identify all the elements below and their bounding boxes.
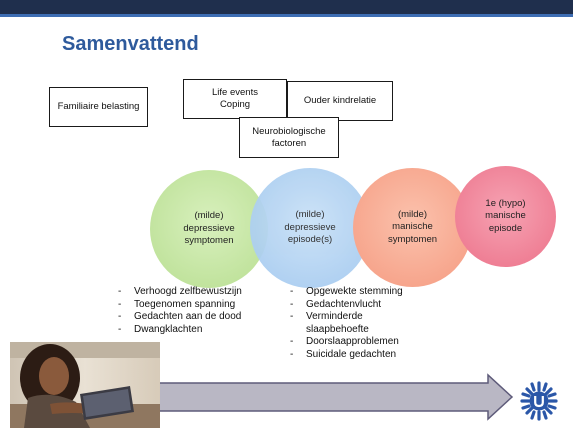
slide-title: Samenvattend bbox=[62, 33, 199, 55]
stage-circle-depressieve-symptomen: (milde) depressieve symptomen bbox=[150, 170, 268, 288]
list-item: Dwangklachten bbox=[118, 324, 242, 337]
list-item: Gedachten aan de dood bbox=[118, 311, 242, 324]
factor-box-life-events: Life events Coping bbox=[183, 79, 287, 119]
stage-circle-manische-symptomen: (milde) manische symptomen bbox=[353, 168, 472, 287]
stage-label: (milde) depressieve symptomen bbox=[183, 210, 235, 247]
timeline-arrow bbox=[136, 373, 514, 421]
list-item: Toegenomen spanning bbox=[118, 299, 242, 312]
factor-label: Ouder kindrelatie bbox=[303, 95, 377, 107]
list-item: Verhoogd zelfbewustzijn bbox=[118, 286, 242, 299]
list-item: Gedachtenvlucht bbox=[290, 299, 460, 312]
factor-box-ouder-kindrelatie: Ouder kindrelatie bbox=[287, 81, 393, 121]
symptom-list-left: Verhoogd zelfbewustzijn Toegenomen spann… bbox=[118, 286, 242, 336]
factor-label: Familiaire belasting bbox=[57, 101, 140, 113]
list-item: Verminderde slaapbehoefte bbox=[290, 311, 390, 336]
university-logo-icon bbox=[520, 381, 558, 421]
list-item: Suicidale gedachten bbox=[290, 349, 460, 362]
factor-label: Life events Coping bbox=[212, 87, 258, 110]
stage-circle-manische-episode: 1e (hypo) manische episode bbox=[455, 166, 556, 267]
stage-circle-depressieve-episodes: (milde) depressieve episode(s) bbox=[250, 168, 370, 288]
stage-label: 1e (hypo) manische episode bbox=[485, 197, 526, 234]
header-bar bbox=[0, 0, 573, 14]
factor-box-familiaire: Familiaire belasting bbox=[49, 87, 148, 127]
list-item: Opgewekte stemming bbox=[290, 286, 460, 299]
factor-box-neurobiologische: Neurobiologische factoren bbox=[239, 117, 339, 158]
stage-label: (milde) depressieve episode(s) bbox=[284, 209, 336, 246]
girl-with-tablet-photo bbox=[10, 342, 160, 428]
factor-label: Neurobiologische factoren bbox=[252, 125, 326, 149]
stage-label: (milde) manische symptomen bbox=[387, 208, 438, 245]
symptom-list-right: Opgewekte stemming Gedachtenvlucht Vermi… bbox=[290, 286, 460, 362]
list-item: Doorslaapproblemen bbox=[290, 336, 460, 349]
header-accent-line bbox=[0, 14, 573, 17]
